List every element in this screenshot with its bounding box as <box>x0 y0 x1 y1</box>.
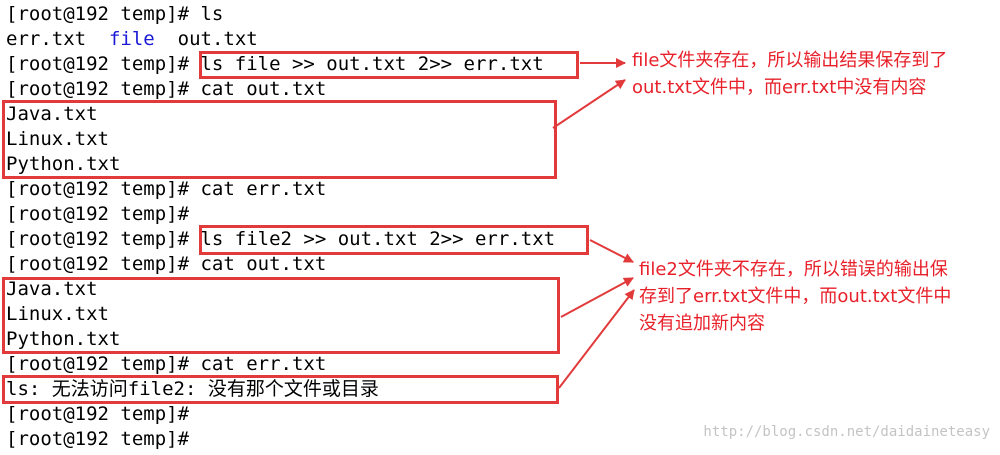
terminal-line-13: Linux.txt <box>6 303 109 325</box>
ls-file-out: out.txt <box>177 28 258 50</box>
annotation-note-2: file2文件夹不存在，所以错误的输出保 存到了err.txt文件中，而out.… <box>639 256 951 337</box>
highlight-box-out2 <box>2 277 560 354</box>
terminal-line-1: [root@192 temp]# ls <box>6 3 224 25</box>
terminal-line-14: Python.txt <box>6 328 121 350</box>
terminal-line-10: [root@192 temp]# ls file2 >> out.txt 2>>… <box>6 228 556 250</box>
note2-line2: 存到了err.txt文件中，而out.txt文件中 <box>639 286 952 307</box>
arrow-to-note2-b <box>560 277 634 318</box>
terminal-line-4: [root@192 temp]# cat out.txt <box>6 78 327 100</box>
highlight-box-cmd1 <box>199 51 579 79</box>
highlight-box-err <box>2 375 559 404</box>
terminal-line-9: [root@192 temp]# <box>6 203 190 225</box>
terminal-line-12: Java.txt <box>6 278 98 300</box>
note1-line2: out.txt文件中，而err.txt中没有内容 <box>632 77 927 98</box>
terminal-line-5: Java.txt <box>6 103 98 125</box>
ls-file-err: err.txt <box>6 28 87 50</box>
terminal-line-16: ls: 无法访问file2: 没有那个文件或目录 <box>6 378 379 400</box>
ls-dir-file: file <box>108 28 155 50</box>
highlight-box-cmd2 <box>199 225 589 255</box>
watermark: http://blog.csdn.net/daidaineteasy <box>703 424 990 440</box>
note2-line3: 没有追加新内容 <box>639 313 765 334</box>
terminal-line-18: [root@192 temp]# <box>6 428 190 450</box>
note2-line1: file2文件夹不存在，所以错误的输出保 <box>639 259 948 280</box>
terminal-line-3: [root@192 temp]# ls file >> out.txt 2>> … <box>6 53 544 75</box>
arrow-to-note2-c <box>558 289 635 389</box>
arrow-to-note1-b <box>552 79 626 129</box>
annotation-note-1: file文件夹存在，所以输出结果保存到了 out.txt文件中，而err.txt… <box>632 47 947 101</box>
terminal-line-17: [root@192 temp]# <box>6 403 190 425</box>
highlight-box-out1 <box>2 100 557 179</box>
arrow-to-note2-a <box>589 239 634 263</box>
note1-line1: file文件夹存在，所以输出结果保存到了 <box>632 50 948 71</box>
terminal-line-6: Linux.txt <box>6 128 109 150</box>
terminal-line-7: Python.txt <box>6 153 121 175</box>
terminal-line-11: [root@192 temp]# cat out.txt <box>6 253 327 275</box>
terminal-line-8: [root@192 temp]# cat err.txt <box>6 178 327 200</box>
ls-output-line: err.txt file out.txt <box>6 27 258 52</box>
terminal-line-15: [root@192 temp]# cat err.txt <box>6 353 327 375</box>
